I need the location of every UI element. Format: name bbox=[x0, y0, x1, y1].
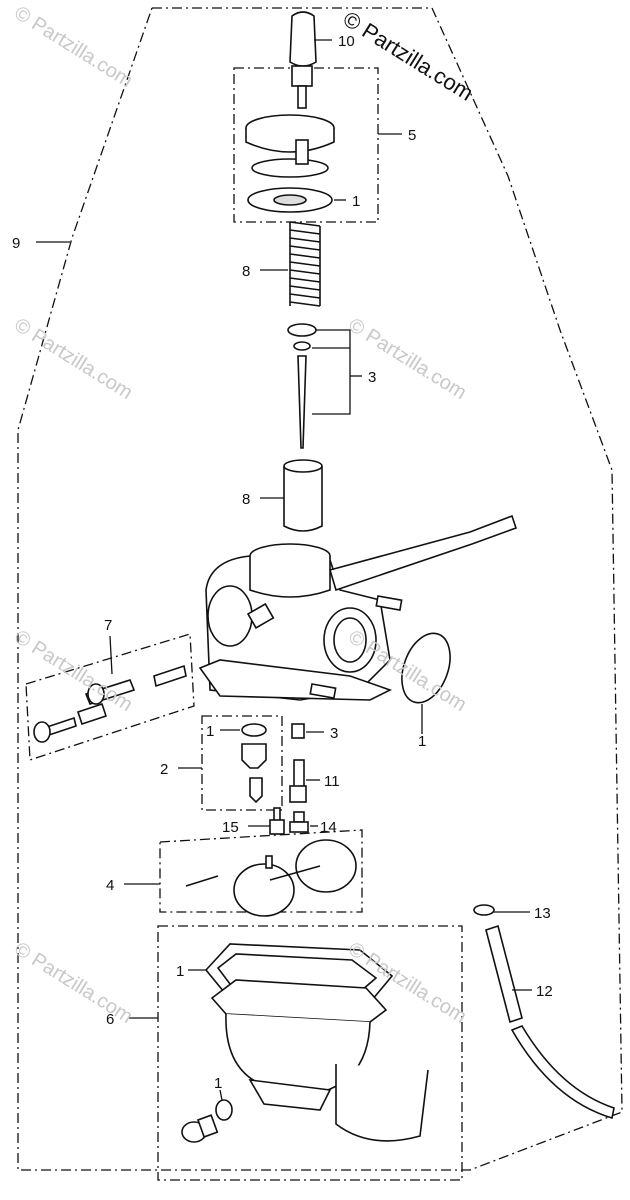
part-top-cap bbox=[289, 11, 317, 109]
callout-8: 8 bbox=[242, 263, 250, 280]
callout-labels: 10 5 1 9 8 3 8 7 1 1 3 2 11 15 14 4 13 1… bbox=[12, 33, 553, 1092]
part-jet-needle bbox=[287, 323, 317, 449]
part-carburetor-body bbox=[198, 514, 518, 701]
part-overflow-tube bbox=[473, 904, 615, 1120]
part-spring bbox=[289, 221, 321, 307]
callout-13: 13 bbox=[534, 905, 551, 922]
callout-1: 1 bbox=[214, 1075, 222, 1092]
callout-1: 1 bbox=[352, 193, 360, 210]
part-float-valve-and-jet bbox=[269, 807, 309, 835]
callout-1: 1 bbox=[206, 723, 214, 740]
group-box-7 bbox=[25, 633, 195, 761]
group-box-2 bbox=[201, 715, 283, 811]
callout-1: 1 bbox=[176, 963, 184, 980]
callout-4: 4 bbox=[106, 877, 114, 894]
callout-5: 5 bbox=[408, 127, 416, 144]
callout-3: 3 bbox=[368, 369, 376, 386]
callout-14: 14 bbox=[320, 819, 337, 836]
callout-9: 9 bbox=[12, 235, 20, 252]
callout-1: 1 bbox=[418, 733, 426, 750]
group-box-5 bbox=[233, 67, 379, 223]
part-main-jet-set bbox=[241, 723, 267, 804]
assembly-boundary bbox=[17, 7, 623, 1171]
part-needle-jet bbox=[289, 723, 307, 803]
callout-12: 12 bbox=[536, 983, 553, 1000]
part-pilot-screw-set bbox=[33, 664, 187, 743]
callout-6: 6 bbox=[106, 1011, 114, 1028]
part-drain-screw bbox=[181, 1099, 233, 1143]
part-throttle-valve bbox=[283, 459, 323, 532]
callout-10: 10 bbox=[338, 33, 355, 50]
group-box-4 bbox=[159, 829, 363, 913]
callout-8: 8 bbox=[242, 491, 250, 508]
callout-11: 11 bbox=[324, 773, 340, 790]
part-mixing-chamber-cap bbox=[245, 114, 335, 213]
part-float bbox=[185, 839, 357, 917]
part-o-ring-right bbox=[401, 632, 451, 704]
callout-2: 2 bbox=[160, 761, 168, 778]
leader-lines bbox=[36, 39, 532, 1101]
callout-15: 15 bbox=[222, 819, 239, 836]
callout-7: 7 bbox=[104, 617, 112, 634]
callout-3: 3 bbox=[330, 725, 338, 742]
part-float-chamber bbox=[204, 943, 429, 1142]
group-box-6 bbox=[157, 925, 463, 1181]
